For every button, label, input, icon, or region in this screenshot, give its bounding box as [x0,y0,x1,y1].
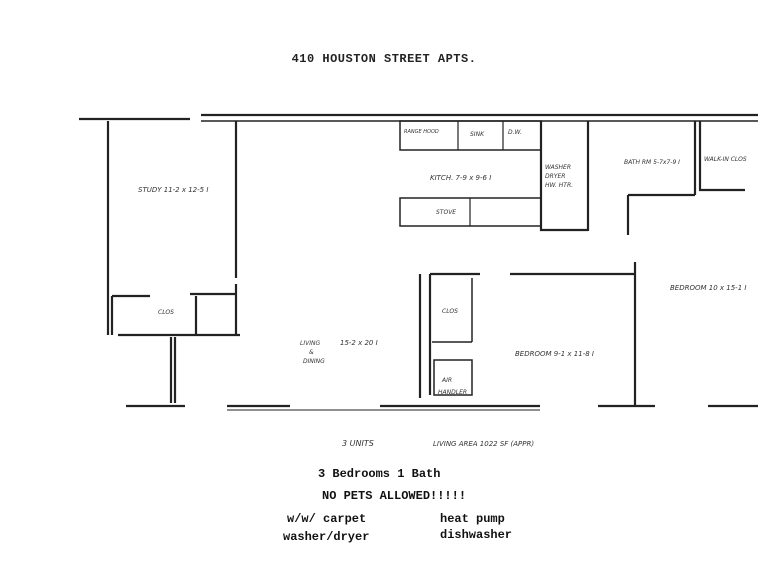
no-pets-text: NO PETS ALLOWED!!!!! [322,489,467,503]
walkin-closet-label: WALK-IN CLOS [704,156,747,163]
air-handler-box [433,359,473,396]
dw-label: D.W. [508,129,522,136]
room-labels: STUDY 11-2 x 12-5 I CLOS KITCH. 7-9 x 9-… [138,129,747,448]
washer-wall [539,121,588,232]
amenity-washer-dryer: washer/dryer [283,530,370,544]
dryer-label: DRYER [545,173,565,180]
living-dim-label: 15-2 x 20 I [340,339,378,347]
amenity-dishwasher: dishwasher [440,528,513,542]
living-area-note: LIVING AREA 1022 SF (APPR) [433,440,534,448]
units-note: 3 UNITS [342,439,374,448]
closet-label-study: CLOS [158,309,174,316]
bath-label: BATH RM 5-7x7-9 I [624,159,680,166]
air-label: AIR [441,377,452,384]
living-amp: & [309,349,314,356]
amenity-carpet: w/w/ carpet [287,512,367,526]
amenity-heat-pump: heat pump [440,512,505,526]
kitchen-label: KITCH. 7-9 x 9-6 I [430,174,491,182]
range-label: RANGE HOOD [404,129,439,135]
bedrooms-bath-text: 3 Bedrooms 1 Bath [318,467,441,481]
dining-label: DINING [303,358,325,365]
closet-label-bedroom: CLOS [442,308,458,315]
stove-label: STOVE [436,209,456,216]
hw-htr-label: HW. HTR. [545,182,573,189]
study-label: STUDY 11-2 x 12-5 I [138,186,208,194]
walls [79,113,758,411]
bedroom2-label: BEDROOM 10 x 15-1 I [670,284,746,292]
page-title: 410 HOUSTON STREET APTS. [291,52,477,66]
handler-label: HANDLER [438,389,467,396]
washer-label: WASHER [545,164,571,171]
bedroom1-label: BEDROOM 9-1 x 11-8 I [515,350,594,358]
walkin-right [698,121,745,192]
sink-label: SINK [470,131,485,138]
living-label: LIVING [300,340,320,347]
